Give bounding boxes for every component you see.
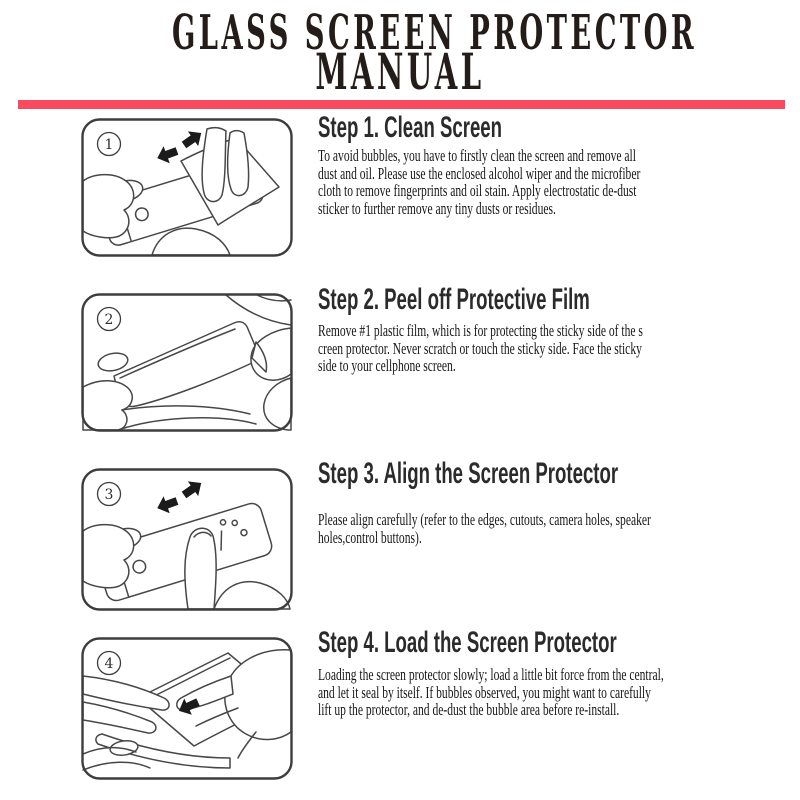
step-4-illustration: 4: [80, 636, 294, 781]
body-line: Remove #1 plastic film, which is for pro…: [318, 321, 643, 340]
screen-protector-sheet: [113, 321, 259, 408]
step-3-heading: Step 3. Align the Screen Protector: [318, 457, 619, 490]
svg-text:2: 2: [105, 312, 114, 328]
step-4-heading: Step 4. Load the Screen Protector: [318, 626, 617, 659]
phone-bottom-edge: [95, 733, 231, 769]
body-line: Loading the screen protector slowly; loa…: [318, 665, 664, 684]
thumb-and-wrist: [82, 740, 151, 771]
wiping-fingers: [201, 126, 250, 203]
body-line: To avoid bubbles, you have to firstly cl…: [318, 146, 636, 165]
home-button: [134, 207, 149, 222]
peel-film-illustration-icon: 2: [81, 293, 293, 432]
clean-screen-illustration-icon: 1: [81, 118, 293, 257]
step-3-body: Please align carefully (refer to the edg…: [318, 511, 651, 546]
align-protector-illustration-icon: 3: [81, 468, 293, 611]
circled-number-2: 2: [96, 306, 122, 332]
home-button: [132, 559, 147, 574]
page-title: GLASS SCREEN PROTECTOR: [172, 5, 698, 61]
camera-hole: [231, 519, 239, 527]
film-layer-line: [119, 328, 236, 379]
circled-number-4: 4: [96, 650, 122, 676]
illustration-frame: [81, 293, 293, 432]
body-line: sticker to further remove any tiny dusts…: [318, 198, 556, 218]
body-line: creen protector. Never scratch or touch …: [318, 338, 642, 358]
wipe-arrows-icon: [157, 131, 202, 164]
align-arrows-icon: [157, 481, 202, 514]
pressing-hand: [176, 649, 292, 759]
pinching-hand: [82, 352, 257, 431]
illustration-frame: [81, 468, 293, 611]
circled-number-3: 3: [96, 481, 122, 507]
page-subtitle: MANUAL: [315, 42, 485, 101]
holding-hand: [82, 173, 231, 256]
body-line: and let it seal by itself. If bubbles ob…: [318, 682, 651, 702]
circled-number-1: 1: [96, 131, 122, 157]
body-line: Please align carefully (refer to the edg…: [318, 510, 651, 529]
illustration-frame: [81, 637, 293, 780]
step-2-body: Remove #1 plastic film, which is for pro…: [318, 322, 643, 375]
holding-hand: [82, 523, 142, 589]
press-arrow-icon: [178, 698, 200, 715]
smoothing-fingers: [82, 675, 170, 734]
step-2-illustration: 2: [80, 292, 294, 433]
body-line: side to your cellphone screen.: [318, 356, 456, 375]
load-protector-illustration-icon: 4: [81, 637, 293, 780]
step-3-illustration: 3: [80, 467, 294, 612]
body-line: dust and oil. Please use the enclosed al…: [318, 163, 641, 183]
aligning-finger: [184, 527, 291, 610]
illustration-frame: [81, 118, 293, 257]
body-line: cloth to remove fingerprints and oil sta…: [318, 181, 637, 200]
body-line: lift up the protector, and de-dust the b…: [318, 700, 620, 719]
step-4-body: Loading the screen protector slowly; loa…: [318, 666, 664, 719]
step-2-heading: Step 2. Peel off Protective Film: [318, 283, 590, 316]
speaker-slot: [220, 530, 223, 551]
forearm-lines: [225, 294, 292, 326]
step-1-body: To avoid bubbles, you have to firstly cl…: [318, 147, 640, 217]
camera-hole: [240, 528, 248, 537]
svg-text:1: 1: [105, 137, 114, 153]
svg-text:3: 3: [105, 487, 114, 503]
svg-text:4: 4: [105, 656, 114, 672]
film-corner-curl: [251, 341, 268, 373]
body-line: holes,control buttons).: [318, 527, 422, 547]
step-1-heading: Step 1. Clean Screen: [318, 111, 503, 144]
camera-hole: [219, 518, 227, 526]
pink-divider-rule: [18, 100, 785, 109]
peeling-hand: [250, 327, 292, 431]
step-1-illustration: 1: [80, 117, 294, 258]
